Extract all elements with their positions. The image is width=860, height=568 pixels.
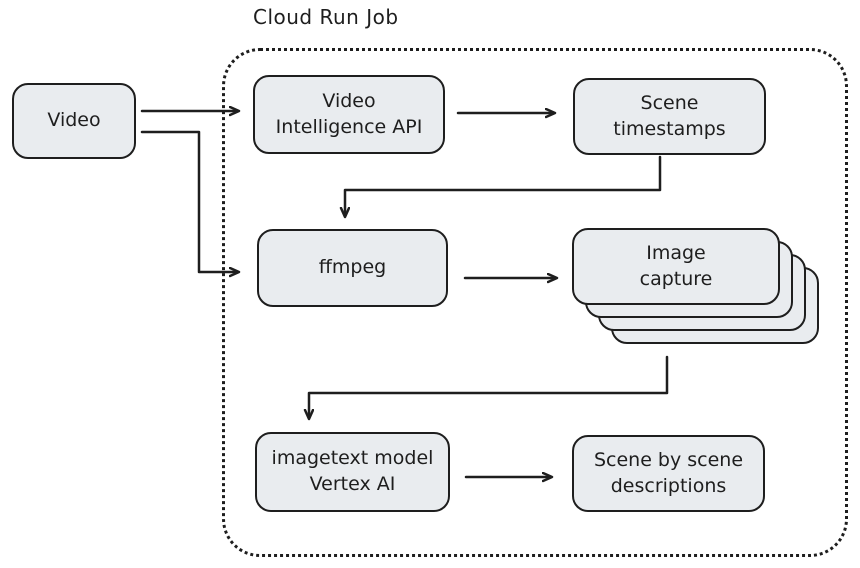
node-video-intelligence-api[interactable]: Video Intelligence API [253, 75, 445, 154]
node-video[interactable]: Video [12, 83, 136, 159]
cloud-run-job-boundary [222, 48, 848, 557]
node-ffmpeg-label: ffmpeg [318, 256, 387, 279]
node-scene-by-scene-descriptions[interactable]: Scene by scene descriptions [572, 435, 765, 512]
node-scene-by-scene-descriptions-label: Scene by scene descriptions [593, 448, 744, 497]
node-scene-timestamps-label: Scene timestamps [613, 91, 726, 140]
node-ffmpeg[interactable]: ffmpeg [257, 229, 448, 307]
node-imagetext-model-vertex-ai-label: imagetext model Vertex AI [271, 447, 434, 495]
node-scene-timestamps[interactable]: Scene timestamps [573, 78, 766, 155]
node-image-capture[interactable]: Image capture [572, 228, 780, 305]
diagram-title: Cloud Run Job [253, 5, 399, 29]
node-video-label: Video [47, 109, 101, 132]
node-video-intelligence-api-label: Video Intelligence API [275, 89, 423, 138]
node-imagetext-model-vertex-ai[interactable]: imagetext model Vertex AI [255, 432, 450, 512]
node-image-capture-label: Image capture [639, 241, 713, 290]
